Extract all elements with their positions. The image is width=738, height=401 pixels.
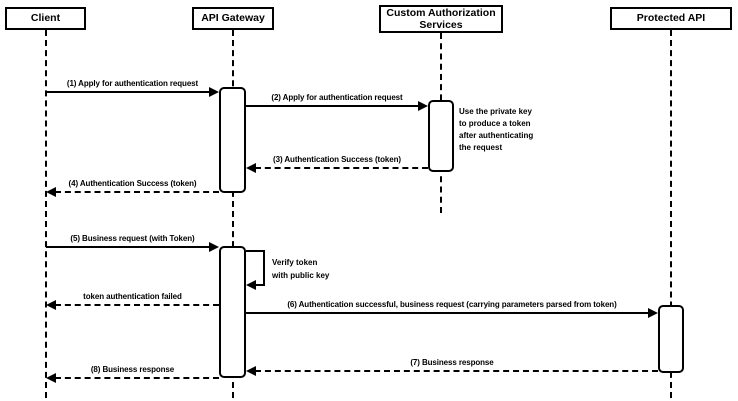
activation-api-gateway-auth: [219, 87, 246, 193]
message-5-arrowhead: [209, 242, 219, 252]
self-message-label: Verify token with public key: [272, 258, 330, 280]
activation-custom-auth-services: [428, 100, 454, 172]
message-3-arrowhead: [246, 163, 256, 173]
message-3-label: (3) Authentication Success (token): [273, 155, 401, 164]
message-2-arrowhead: [418, 101, 428, 111]
message-7-line: [255, 370, 658, 372]
message-7-label: (7) Business response: [410, 358, 494, 367]
message-3-line: [255, 167, 428, 169]
lifeline-protected-api: [670, 30, 672, 398]
actor-api-gateway-label: API Gateway: [201, 12, 265, 25]
self-message-top-line: [246, 250, 265, 252]
self-message-bottom-line: [255, 284, 265, 286]
actor-protected-api-label: Protected API: [636, 12, 706, 25]
actor-custom-auth-services-label: Custom Authorization Services: [386, 6, 496, 31]
message-7-arrowhead: [246, 366, 256, 376]
message-token-auth-failed-label: token authentication failed: [83, 292, 182, 301]
message-1-label: (1) Apply for authentication request: [66, 79, 199, 88]
message-4-label: (4) Authentication Success (token): [68, 179, 197, 188]
message-1-line: [46, 91, 210, 93]
message-4-line: [55, 191, 219, 193]
activation-protected-api: [658, 305, 684, 373]
message-1-arrowhead: [209, 87, 219, 97]
actor-client-label: Client: [30, 12, 61, 25]
message-2-label: (2) Apply for authentication request: [271, 93, 403, 102]
actor-protected-api: Protected API: [610, 7, 732, 30]
message-8-line: [55, 377, 219, 379]
message-token-auth-failed-arrowhead: [46, 300, 56, 310]
message-8-label: (8) Business response: [90, 365, 175, 374]
message-8-arrowhead: [46, 373, 56, 383]
message-2-line: [246, 105, 418, 107]
self-message-arrowhead: [246, 280, 256, 290]
message-6-label: (6) Authentication successful, business …: [287, 300, 617, 309]
message-5-line: [46, 246, 210, 248]
message-5-label: (5) Business request (with Token): [70, 234, 195, 243]
lifeline-client: [45, 30, 47, 398]
message-6-line: [246, 312, 648, 314]
self-message-right-line: [263, 250, 265, 286]
message-6-arrowhead: [648, 308, 658, 318]
note-private-key: Use the private key to produce a token a…: [459, 107, 534, 152]
message-token-auth-failed-line: [55, 304, 219, 306]
actor-client: Client: [5, 7, 86, 30]
lifeline-api-gateway: [232, 30, 234, 398]
activation-api-gateway-business: [219, 246, 246, 378]
actor-api-gateway: API Gateway: [192, 7, 274, 30]
actor-custom-auth-services: Custom Authorization Services: [379, 5, 503, 33]
message-4-arrowhead: [46, 187, 56, 197]
